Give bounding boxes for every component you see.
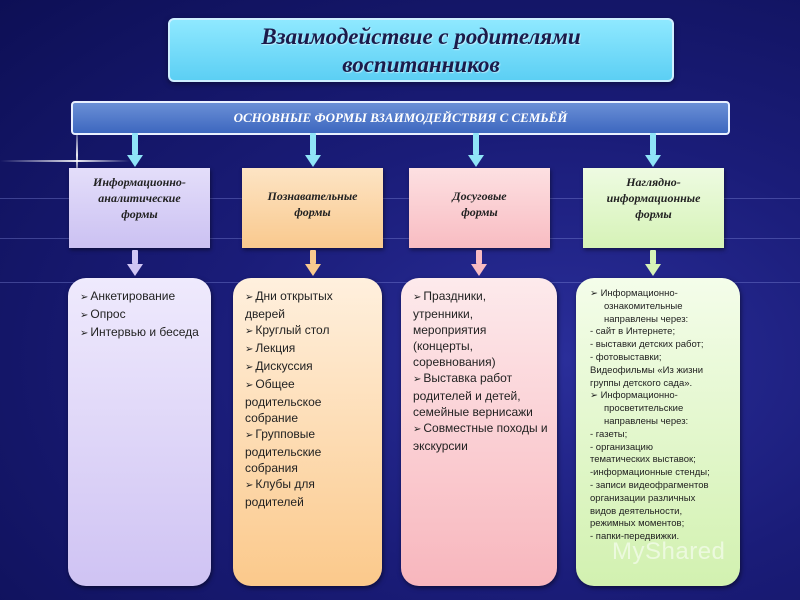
list-item: ➢Лекция — [245, 341, 296, 355]
category-label-line: аналитические — [98, 191, 181, 205]
list-item: ➢Дискуссия — [245, 359, 313, 373]
category-label-line: формы — [461, 205, 498, 219]
watermark-logo: MyShared — [612, 538, 726, 565]
detail-list: ➢Анкетирование ➢Опрос ➢Интервью и беседа — [80, 288, 203, 342]
background-stripe — [0, 238, 800, 239]
list-item: ➢Опрос — [80, 307, 126, 321]
list-item: ➢Групповые родительские собрания — [245, 427, 322, 475]
list-item: группы детского сада». — [590, 377, 693, 389]
title-box: Взаимодействие с родителями воспитаннико… — [168, 18, 674, 82]
category-label-line: Досуговые — [452, 189, 507, 203]
list-item: - папки-передвижки. — [590, 531, 680, 543]
list-item: - выставки детских работ; — [590, 339, 704, 351]
background-stripe — [0, 282, 800, 283]
detail-cognitive: ➢Дни открытых дверей ➢Круглый стол ➢Лекц… — [233, 278, 382, 586]
list-item: ➢Выставка работ родителей и детей, семей… — [413, 371, 533, 419]
list-item: ➢Общее родительское собрание — [245, 377, 322, 425]
background-stripe — [0, 198, 800, 199]
arrow-down-icon — [127, 133, 143, 167]
detail-visual-informational: ➢ Информационно- ознакомительные направл… — [576, 278, 740, 586]
category-cognitive: Познавательные формы — [242, 168, 383, 248]
list-item: тематических выставок; — [590, 454, 696, 466]
list-item: ➢Клубы для родителей — [245, 477, 315, 509]
list-item: Видеофильмы «Из жизни — [590, 364, 704, 376]
list-item: ознакомительные — [604, 300, 683, 312]
bullet-arrow-icon: ➢ — [245, 344, 254, 355]
category-label-line: информационные — [606, 191, 701, 205]
arrow-down-icon — [305, 133, 321, 167]
category-label-line: формы — [294, 205, 331, 219]
list-item: просветительские — [604, 403, 684, 415]
bullet-arrow-icon: ➢ — [245, 362, 254, 373]
title-line-2: воспитанников — [342, 52, 500, 77]
list-item: режимных моментов; — [590, 518, 685, 530]
category-leisure: Досуговые формы — [409, 168, 550, 248]
list-item: направлены через: — [604, 313, 689, 325]
category-informational-analytical: Информационно- аналитические формы — [69, 168, 210, 248]
bullet-arrow-icon: ➢ — [245, 326, 254, 337]
list-item: видов деятельности, — [590, 505, 683, 517]
detail-list: ➢Праздники, утренники, мероприятия (конц… — [413, 288, 549, 454]
list-item: ➢ Информационно- — [590, 390, 678, 402]
list-item: - фотовыставки; — [590, 351, 662, 363]
list-item: - сайт в Интернете; — [590, 326, 676, 338]
bullet-arrow-icon: ➢ — [80, 310, 89, 321]
sparkle-decoration — [0, 160, 130, 162]
bullet-arrow-icon: ➢ — [245, 480, 254, 491]
arrow-down-icon — [471, 250, 487, 276]
bullet-arrow-icon: ➢ — [413, 292, 422, 303]
list-item: ➢ Информационно- — [590, 288, 678, 299]
detail-list: ➢Дни открытых дверей ➢Круглый стол ➢Лекц… — [245, 288, 374, 510]
category-label-line: формы — [635, 207, 672, 221]
bullet-arrow-icon: ➢ — [80, 328, 89, 339]
list-item: - организацию — [590, 441, 653, 453]
list-item: ➢Дни открытых дверей — [245, 289, 333, 321]
bullet-arrow-icon: ➢ — [80, 292, 89, 303]
sparkle-decoration — [76, 125, 78, 185]
list-item: ➢Интервью и беседа — [80, 325, 199, 339]
list-item: ➢Совместные походы и экскурсии — [413, 421, 548, 453]
detail-leisure: ➢Праздники, утренники, мероприятия (конц… — [401, 278, 557, 586]
bullet-arrow-icon: ➢ — [413, 374, 422, 385]
category-label-line: Наглядно- — [626, 175, 681, 189]
category-label-line: Информационно- — [93, 175, 186, 189]
arrow-down-icon — [468, 133, 484, 167]
list-item: - газеты; — [590, 428, 628, 440]
category-visual-informational: Наглядно- информационные формы — [583, 168, 724, 248]
arrow-down-icon — [645, 133, 661, 167]
list-item: направлены через: — [604, 415, 689, 427]
main-forms-bar: ОСНОВНЫЕ ФОРМЫ ВЗАИМОДЕЙСТВИЯ С СЕМЬЁЙ — [71, 101, 730, 135]
arrow-down-icon — [127, 250, 143, 276]
list-item: ➢Праздники, утренники, мероприятия (конц… — [413, 289, 496, 369]
detail-informational-analytical: ➢Анкетирование ➢Опрос ➢Интервью и беседа — [68, 278, 211, 586]
list-item: - записи видеофрагментов — [590, 479, 709, 491]
arrow-down-icon — [645, 250, 661, 276]
bullet-arrow-icon: ➢ — [245, 292, 254, 303]
bullet-arrow-icon: ➢ — [245, 430, 254, 441]
category-label-line: Познавательные — [267, 189, 358, 203]
title-line-1: Взаимодействие с родителями — [261, 24, 581, 49]
detail-list: ➢ Информационно- ознакомительные направл… — [590, 288, 732, 544]
list-item: -информационные стенды; — [590, 467, 710, 479]
arrow-down-icon — [305, 250, 321, 276]
category-label-line: формы — [121, 207, 158, 221]
list-item: организации различных — [590, 492, 696, 504]
bullet-arrow-icon: ➢ — [245, 380, 254, 391]
list-item: ➢Анкетирование — [80, 289, 176, 303]
bullet-arrow-icon: ➢ — [413, 424, 422, 435]
list-item: ➢Круглый стол — [245, 323, 330, 337]
